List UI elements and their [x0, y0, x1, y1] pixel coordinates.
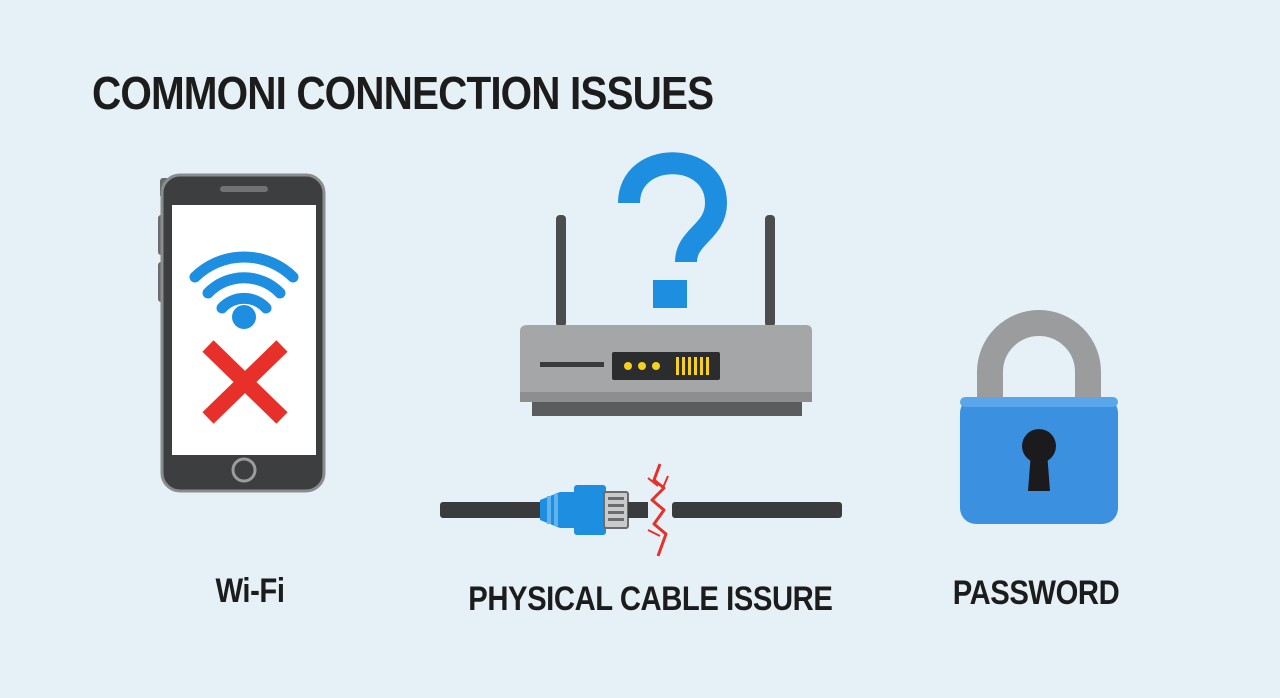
error-x-icon	[202, 340, 288, 424]
password-label: PASSWORD	[952, 574, 1120, 612]
question-mark-icon	[618, 152, 728, 308]
keyhole-icon	[1022, 429, 1056, 463]
wifi-label: Wi-Fi	[215, 572, 285, 610]
wifi-icon	[189, 251, 299, 314]
crack-icon	[650, 463, 668, 557]
padlock-icon	[960, 310, 1118, 524]
phone-wifi-error-icon	[158, 173, 326, 493]
diagram-title: COMMONI CONNECTION ISSUES	[92, 67, 714, 119]
router-icon	[520, 215, 812, 416]
broken-cable-icon	[440, 463, 842, 557]
cable-label: PHYSICAL CABLE ISSURE	[468, 580, 833, 618]
